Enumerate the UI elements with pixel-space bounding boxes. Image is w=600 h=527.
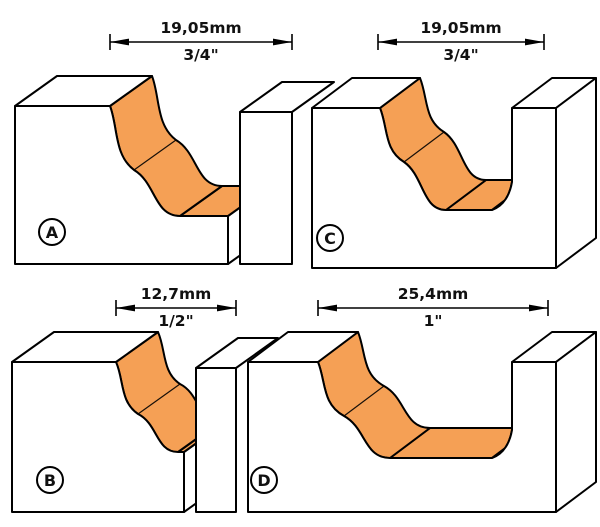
right-side-face	[555, 77, 597, 269]
label-b-letter: B	[44, 471, 56, 490]
offcut-top-face	[195, 337, 279, 369]
profile-ruling-line	[403, 131, 445, 163]
label-a: A	[38, 218, 66, 246]
label-b-circle	[36, 466, 64, 494]
dimension-c-mm: 19,05mm	[420, 19, 501, 37]
offcut-front-face	[195, 367, 237, 513]
front-face	[247, 361, 557, 513]
label-d: D	[250, 466, 278, 494]
dimension-a-mm: 19,05mm	[160, 19, 241, 37]
dimension-c-left-arrow-icon	[378, 38, 397, 46]
block-c	[311, 77, 597, 269]
dimension-a: 19,05mm 3/4"	[109, 19, 293, 64]
label-c-circle	[316, 224, 344, 252]
panel-d: 25,4mm 1" D	[247, 285, 597, 513]
panel-c: 19,05mm 3/4" C	[311, 19, 597, 269]
dimension-d-inch: 1"	[424, 312, 443, 330]
label-b: B	[36, 466, 64, 494]
dimension-d-mm: 25,4mm	[398, 285, 469, 303]
dimension-d: 25,4mm 1"	[317, 285, 549, 330]
dimension-b-left-arrow-icon	[116, 304, 135, 312]
front-face	[311, 107, 557, 269]
right-side-face	[555, 331, 597, 513]
label-a-circle	[38, 218, 66, 246]
panel-b: 12,7mm 1/2" B	[11, 285, 279, 513]
dimension-c-inch: 3/4"	[443, 46, 478, 64]
profile-ruling-line	[343, 385, 385, 417]
dimension-a-right-arrow-icon	[273, 38, 292, 46]
dimension-b-right-arrow-icon	[217, 304, 236, 312]
dimension-b-mm: 12,7mm	[141, 285, 212, 303]
front-face	[14, 105, 229, 265]
dimension-a-inch: 3/4"	[183, 46, 218, 64]
top-face	[11, 331, 159, 363]
dimension-b-inch: 1/2"	[158, 312, 193, 330]
top-face-left	[311, 77, 421, 109]
profile-ruling-line	[133, 139, 177, 171]
dimension-d-right-arrow-icon	[529, 304, 548, 312]
dimension-d-left-arrow-icon	[318, 304, 337, 312]
block-d	[247, 331, 597, 513]
offcut-top-face	[239, 81, 335, 113]
top-face-left	[247, 331, 359, 363]
label-c: C	[316, 224, 344, 252]
block-a-offcut	[239, 81, 335, 265]
block-b-offcut	[195, 337, 279, 513]
label-d-circle	[250, 466, 278, 494]
label-d-letter: D	[257, 471, 270, 490]
dimension-c-right-arrow-icon	[525, 38, 544, 46]
dimension-b: 12,7mm 1/2"	[115, 285, 237, 330]
offcut-front-face	[239, 111, 293, 265]
dimension-c: 19,05mm 3/4"	[377, 19, 545, 64]
top-face	[14, 75, 153, 107]
label-a-letter: A	[46, 223, 59, 242]
block-a	[14, 75, 271, 265]
panel-a: 19,05mm 3/4" A	[14, 19, 335, 265]
dimension-a-left-arrow-icon	[110, 38, 129, 46]
profile-ruling-line	[137, 383, 181, 415]
label-c-letter: C	[324, 229, 336, 248]
